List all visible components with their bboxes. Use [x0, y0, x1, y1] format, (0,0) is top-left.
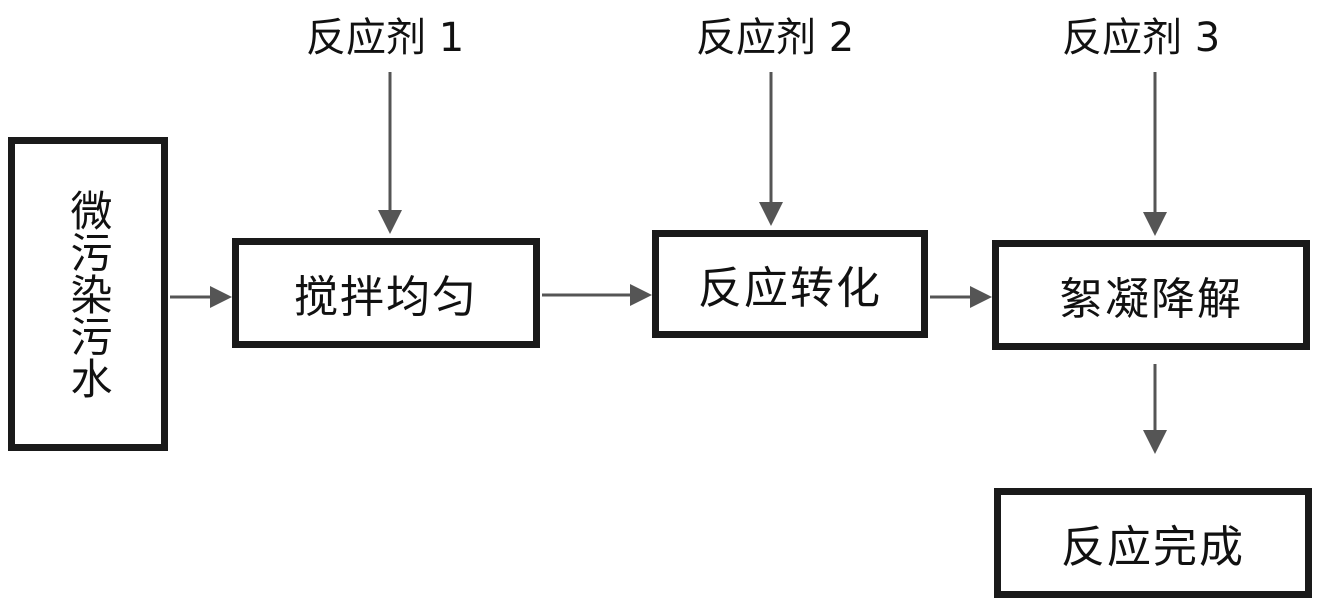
- reagent-2-label: 反应剂 2: [696, 15, 855, 61]
- step-3-label: 絮凝降解: [1059, 274, 1243, 325]
- source-label: 微污染污水: [64, 189, 113, 399]
- step-2-box: 反应转化: [652, 230, 928, 338]
- source-to-step-1-arrowhead: [210, 286, 232, 308]
- reagent-3-arrowhead: [1143, 212, 1167, 236]
- result-box: 反应完成: [994, 488, 1312, 598]
- reagent-3-label: 反应剂 3: [1062, 15, 1221, 61]
- reagent-2-arrowhead: [759, 202, 783, 226]
- step-1-box: 搅拌均匀: [232, 238, 540, 348]
- step-3-to-result-arrowhead: [1143, 430, 1167, 454]
- reagent-1-label: 反应剂 1: [306, 15, 465, 61]
- step-1-to-step-2-arrowhead: [630, 284, 652, 306]
- result-label: 反应完成: [1061, 522, 1245, 573]
- reagent-1-arrowhead: [378, 210, 402, 234]
- step-1-label: 搅拌均匀: [294, 272, 478, 323]
- step-2-to-step-3-arrowhead: [970, 286, 992, 308]
- source-box: 微污染污水: [8, 137, 168, 451]
- step-3-box: 絮凝降解: [992, 240, 1310, 350]
- step-2-label: 反应转化: [698, 263, 882, 314]
